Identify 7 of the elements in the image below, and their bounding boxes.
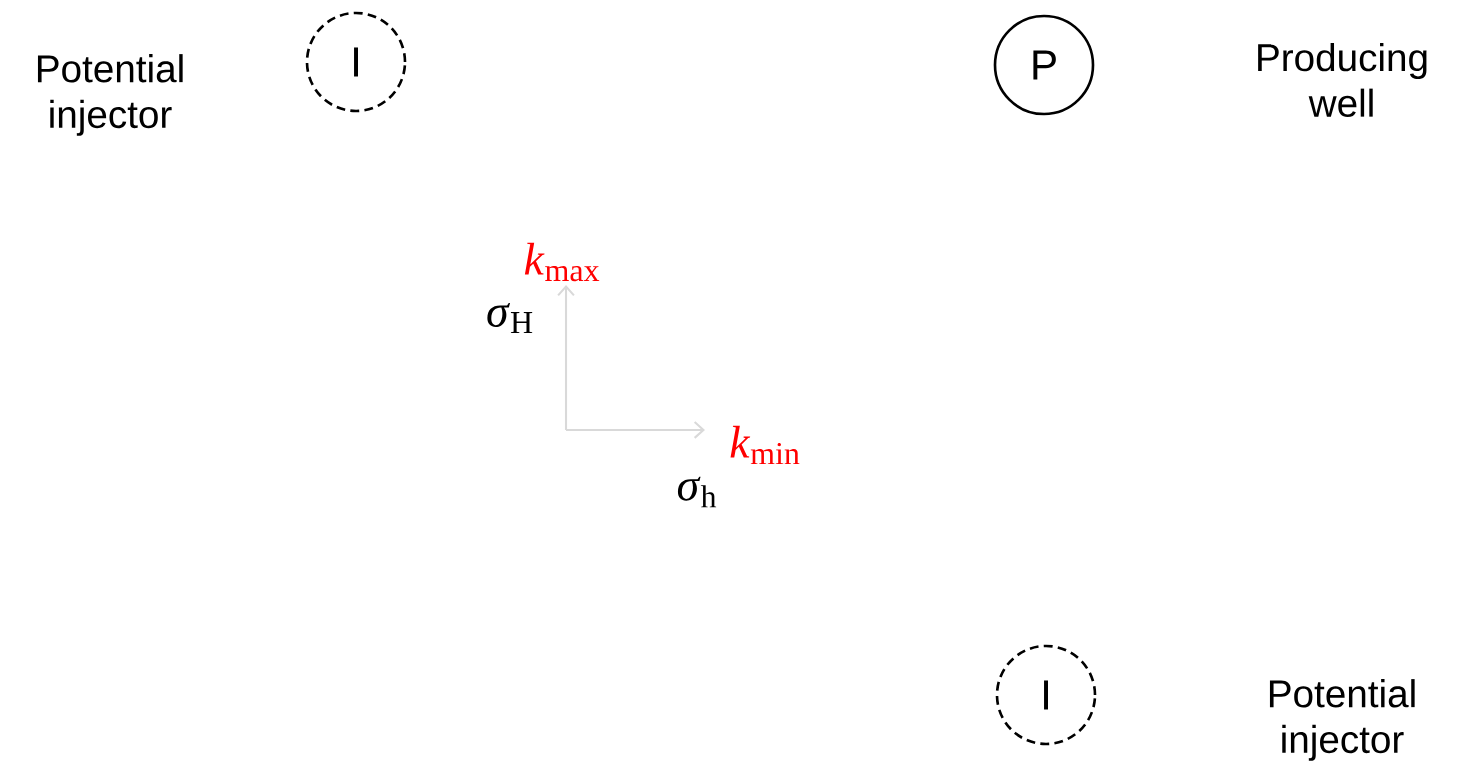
axis-label: σ$_{H}$: [487, 302, 533, 334]
axis-label: k$_{max}$: [524, 242, 600, 282]
axis-label: k$_{min}$: [730, 425, 800, 465]
well-label: Producing well: [1258, 42, 1427, 118]
axis-label: σ$_{h}$: [677, 476, 717, 508]
well-label: Potential injector: [37, 54, 183, 136]
well-label: Potential injector: [1269, 679, 1415, 761]
